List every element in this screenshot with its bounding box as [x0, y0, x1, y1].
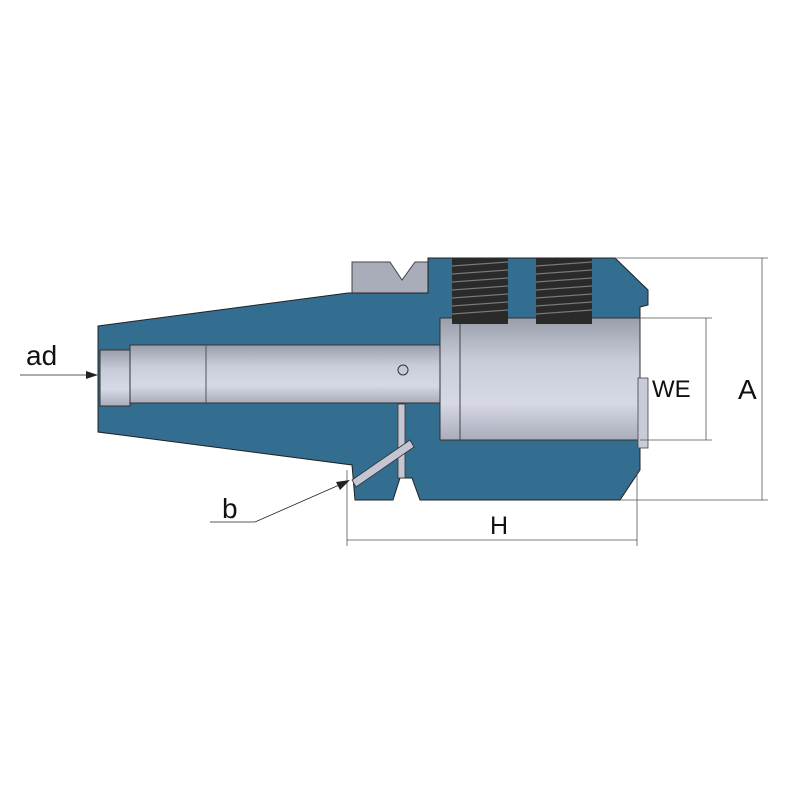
label-b: b [222, 493, 238, 524]
label-ad: ad [26, 340, 58, 371]
dimension-lines [20, 257, 768, 546]
face-ring [637, 377, 649, 449]
thread-screw-1 [451, 258, 509, 324]
coolant-channel-angled [351, 439, 415, 488]
label-A: A [738, 374, 757, 405]
dim-b-leader [210, 481, 347, 523]
thread-screw-2 [535, 258, 593, 324]
bore-entry [99, 349, 131, 407]
drive-slot-block [351, 261, 429, 294]
label-H: H [490, 512, 509, 540]
shank-bore [129, 344, 443, 404]
cross-hole [397, 364, 409, 376]
coolant-channel [397, 403, 406, 479]
label-WE: WE [652, 376, 691, 403]
main-bore [439, 317, 641, 441]
